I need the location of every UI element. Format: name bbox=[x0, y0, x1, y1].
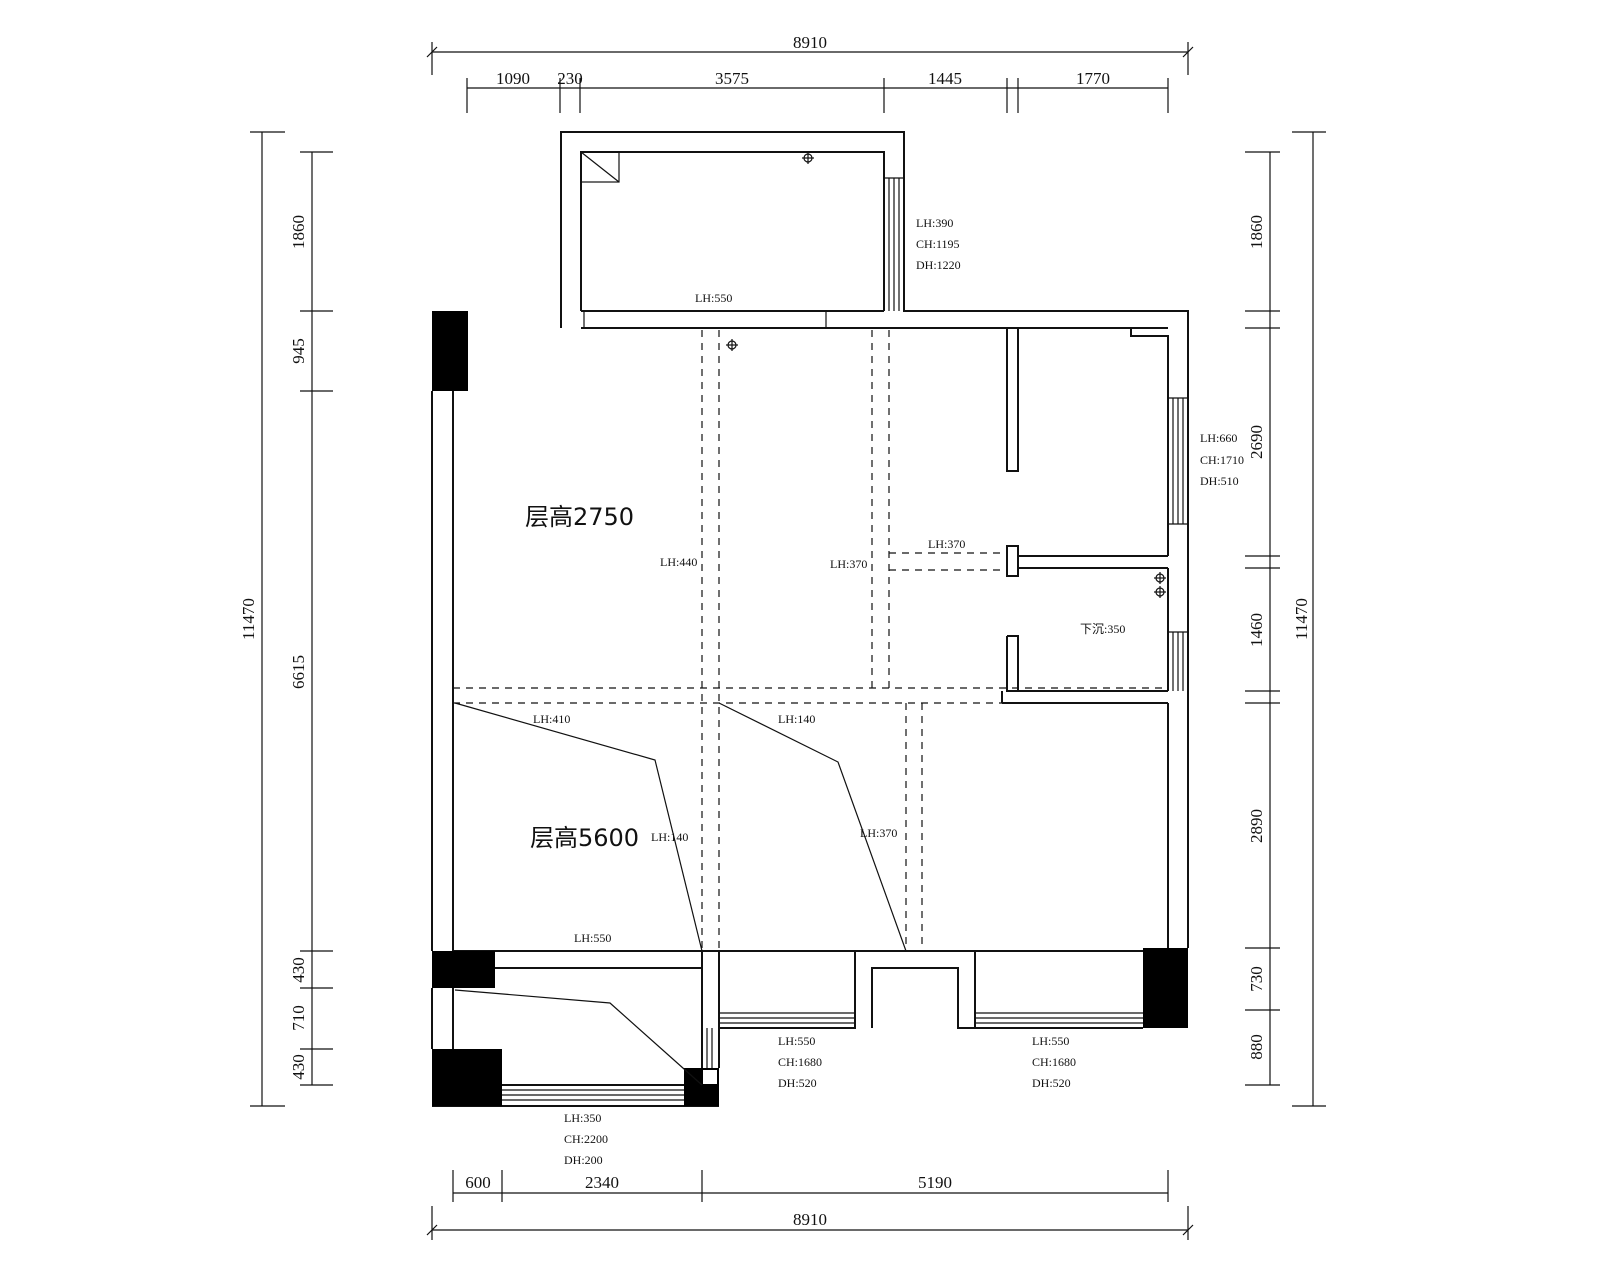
beams bbox=[453, 330, 1168, 951]
note-beam-f: LH:140 bbox=[651, 830, 688, 844]
windows bbox=[502, 177, 1188, 1101]
dim-right-total: 11470 bbox=[1292, 598, 1311, 640]
note-beam-g: LH:370 bbox=[860, 826, 897, 840]
note-window-left-lh: LH:350 bbox=[564, 1111, 601, 1125]
note-sink: 下沉:350 bbox=[1080, 622, 1125, 636]
dimension-right bbox=[1245, 131, 1326, 1107]
dim-left-2: 945 bbox=[289, 338, 308, 364]
note-window-mid-dh: DH:520 bbox=[778, 1076, 817, 1090]
note-balcony-window-ch: CH:1195 bbox=[916, 237, 960, 251]
note-right-window-lh: LH:660 bbox=[1200, 431, 1237, 445]
note-beam-a: LH:440 bbox=[660, 555, 697, 569]
dim-top-total: 8910 bbox=[793, 33, 827, 52]
note-beam-b: LH:370 bbox=[928, 537, 965, 551]
dimension-top bbox=[426, 42, 1194, 113]
walls bbox=[431, 131, 1189, 1107]
note-window-right-ch: CH:1680 bbox=[1032, 1055, 1076, 1069]
column-bottom-right bbox=[1143, 948, 1188, 1028]
note-window-right-lh: LH:550 bbox=[1032, 1034, 1069, 1048]
dim-left-3: 6615 bbox=[289, 655, 308, 689]
drain-symbols bbox=[726, 152, 1166, 598]
note-window-left-ch: CH:2200 bbox=[564, 1132, 608, 1146]
dim-top-5: 1770 bbox=[1076, 69, 1110, 88]
note-beam-h: LH:550 bbox=[574, 931, 611, 945]
ceiling-height-lower: 层高5600 bbox=[530, 824, 639, 852]
dim-top-4: 1445 bbox=[928, 69, 962, 88]
note-right-window-ch: CH:1710 bbox=[1200, 453, 1244, 467]
dim-left-1: 1860 bbox=[289, 215, 308, 249]
dim-right-2: 2690 bbox=[1247, 425, 1266, 459]
ceiling-height-upper: 层高2750 bbox=[525, 503, 634, 531]
dim-top-1: 1090 bbox=[496, 69, 530, 88]
dim-right-6: 880 bbox=[1247, 1034, 1266, 1060]
note-beam-e: LH:140 bbox=[778, 712, 815, 726]
note-beam-c: LH:370 bbox=[830, 557, 867, 571]
dim-bottom-3: 5190 bbox=[918, 1173, 952, 1192]
dim-right-4: 2890 bbox=[1247, 809, 1266, 843]
column-mid-left bbox=[432, 951, 495, 988]
dim-right-3: 1460 bbox=[1247, 613, 1266, 647]
dim-bottom-total: 8910 bbox=[793, 1210, 827, 1229]
dim-top-3: 3575 bbox=[715, 69, 749, 88]
fixtures bbox=[580, 151, 620, 183]
note-window-mid-lh: LH:550 bbox=[778, 1034, 815, 1048]
note-window-right-dh: DH:520 bbox=[1032, 1076, 1071, 1090]
dimension-bottom bbox=[426, 1170, 1194, 1240]
dim-left-6: 430 bbox=[289, 1054, 308, 1080]
columns bbox=[432, 311, 1188, 1106]
column-bottom-left bbox=[432, 1049, 502, 1106]
dim-left-5: 710 bbox=[289, 1005, 308, 1031]
note-right-window-dh: DH:510 bbox=[1200, 474, 1239, 488]
column-notch bbox=[703, 1070, 717, 1084]
dim-right-1: 1860 bbox=[1247, 215, 1266, 249]
note-balcony-beam: LH:550 bbox=[695, 291, 732, 305]
column-top-left bbox=[432, 311, 468, 391]
dim-bottom-2: 2340 bbox=[585, 1173, 619, 1192]
dim-right-5: 730 bbox=[1247, 966, 1266, 992]
note-balcony-window-lh: LH:390 bbox=[916, 216, 953, 230]
sloped-beams bbox=[454, 702, 907, 1086]
note-balcony-window-dh: DH:1220 bbox=[916, 258, 961, 272]
dimension-left bbox=[250, 131, 333, 1107]
dim-left-total: 11470 bbox=[239, 598, 258, 640]
note-window-left-dh: DH:200 bbox=[564, 1153, 603, 1167]
dim-left-4: 430 bbox=[289, 957, 308, 983]
dim-top-2: 230 bbox=[557, 69, 583, 88]
dim-bottom-1: 600 bbox=[465, 1173, 491, 1192]
note-window-mid-ch: CH:1680 bbox=[778, 1055, 822, 1069]
note-beam-d: LH:410 bbox=[533, 712, 570, 726]
